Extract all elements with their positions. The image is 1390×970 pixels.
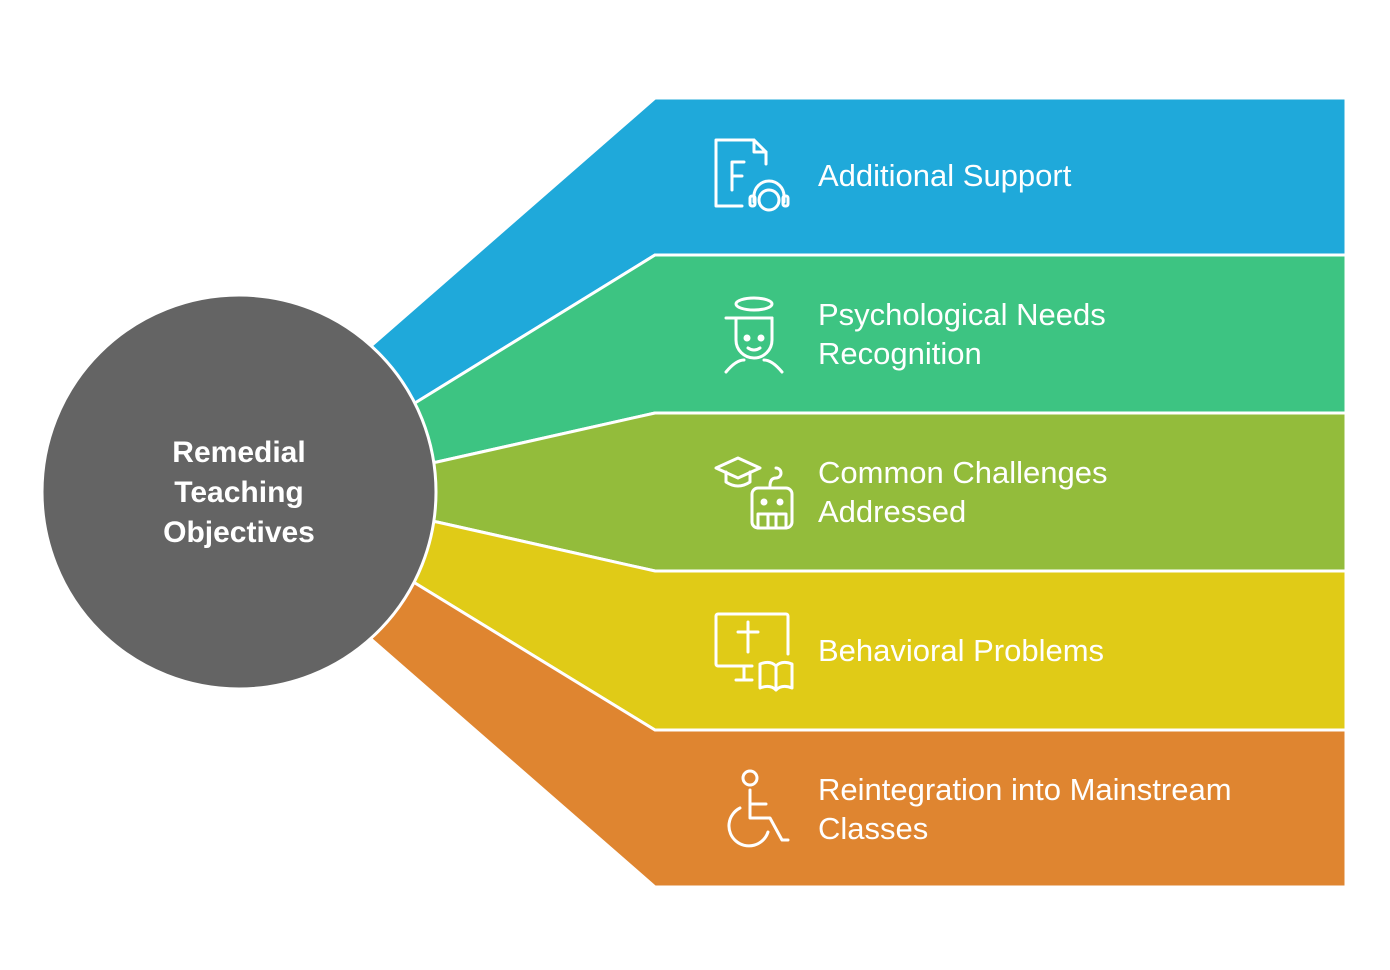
person-head-icon [724, 296, 784, 374]
item-label-reintegration: Reintegration into Mainstream Classes [818, 772, 1232, 846]
center-circle [40, 293, 438, 691]
graduation-robot-icon [714, 456, 794, 530]
item-label-additional-support: Additional Support [818, 158, 1072, 193]
document-headset-icon [714, 138, 790, 212]
item-label-behavioral-problems: Behavioral Problems [818, 633, 1105, 668]
item-label-psychological-needs: Psychological Needs Recognition [818, 297, 1106, 371]
item-label-common-challenges: Common Challenges Addressed [818, 455, 1108, 529]
monitor-cross-book-icon [714, 612, 794, 692]
wheelchair-icon [727, 769, 790, 848]
center-title: Remedial Teaching Objectives [163, 436, 315, 549]
